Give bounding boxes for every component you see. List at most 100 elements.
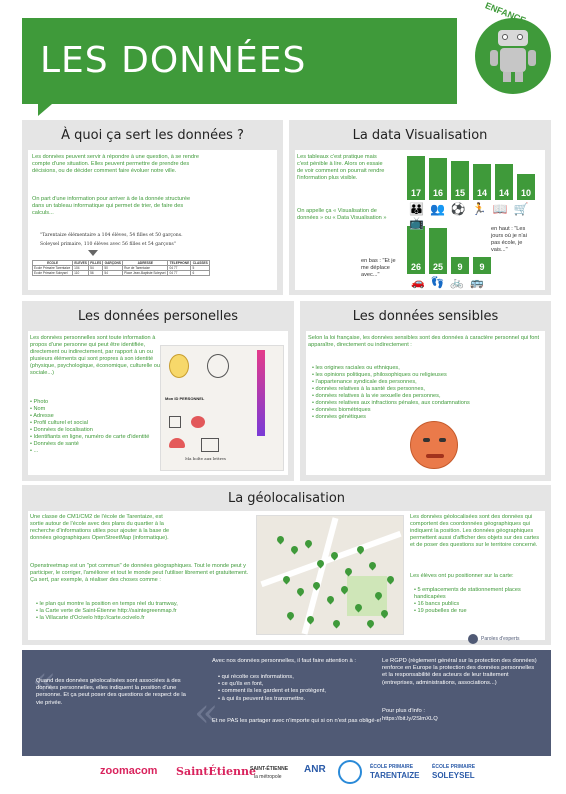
list-item: • 16 bancs publics — [414, 601, 460, 607]
bike-icon: 🚲 — [450, 277, 471, 289]
handwritten-line-1: "Tarentaize élémentaire a 104 élèves, 54… — [40, 233, 183, 238]
list-item: • données biométriques — [312, 407, 371, 413]
footer-col-2-intro: Avec nos données personnelles, il faut f… — [212, 658, 356, 664]
table-header: GARÇONS — [102, 260, 124, 266]
quote-close-icon: « — [194, 690, 219, 736]
section-sensitive-data: Les données sensibles Selon la loi franç… — [300, 301, 551, 481]
structure-text: On part d'une information pour arriver à… — [32, 196, 191, 216]
list-item: • qui récolte ces informations, — [218, 674, 294, 680]
section-title: À quoi ça sert les données ? — [61, 128, 244, 143]
map-pin-icon[interactable] — [289, 544, 300, 555]
note-top: en haut : "Les jours où je n'ai pas écol… — [491, 226, 527, 253]
partner-circle-logo — [338, 760, 362, 784]
chart-bar: 26 — [407, 225, 425, 274]
chart-bar: 9 — [473, 257, 491, 274]
list-item: • Identifiants en ligne, numéro de carte… — [30, 434, 150, 440]
chart-bar: 17 — [407, 155, 425, 200]
eye-left-icon — [423, 438, 430, 442]
map-pin-icon[interactable] — [295, 586, 306, 597]
chart-bar: 14 — [473, 163, 491, 200]
bar-value-label: 9 — [457, 261, 463, 272]
list-item: • à qui ils peuvent les transmettre. — [218, 695, 306, 702]
chart-bar: 10 — [517, 174, 535, 200]
sensitive-intro: Selon la loi française, les données sens… — [308, 335, 540, 348]
map-pin-icon[interactable] — [285, 610, 296, 621]
robot-eye-left-icon — [502, 34, 508, 40]
watermelon-drawing-icon — [169, 438, 185, 448]
bar-value-label: 14 — [476, 187, 487, 198]
eye-right-icon — [439, 438, 446, 442]
list-item: • la Villacarte d'Ocivelo http://carte.o… — [36, 615, 145, 621]
experts-label: Paroles d'experts — [481, 636, 520, 642]
chart-bar: 16 — [429, 158, 447, 200]
speech-bubble-icon — [468, 634, 478, 644]
list-item: • Adresse — [30, 413, 54, 419]
footer-col-3-more: Pour plus d'info : — [382, 708, 425, 714]
arrow-down-icon — [88, 250, 98, 256]
cart-icon: 🛒 — [513, 202, 535, 216]
map-pin-icon[interactable] — [367, 560, 378, 571]
table-cell: 6 — [190, 270, 210, 276]
map-pin-icon[interactable] — [365, 618, 376, 629]
tv-icon: 📺 — [409, 216, 430, 230]
sensitive-list: • les origines raciales ou ethniques,• l… — [312, 365, 540, 421]
list-item: • l'appartenance syndicale des personnes… — [312, 379, 417, 385]
table-cell: Ecole Primaire Soleysel — [31, 270, 74, 276]
map-pin-icon[interactable] — [379, 608, 390, 619]
table-cell: 54 — [102, 270, 124, 276]
list-item: • ce qu'ils en font, — [218, 681, 264, 688]
personal-list: • Photo• Nom• Adresse• Profil culturel e… — [30, 399, 150, 455]
list-item: • Photo — [30, 399, 49, 405]
rgpd-link[interactable]: https://bit.ly/2SlmXLQ — [382, 716, 438, 722]
family-icon: 👪 — [409, 202, 430, 216]
purpose-text: Les données peuvent servir à répondre à … — [32, 154, 199, 174]
handwritten-line-2: Soleysel primaire, 110 élèves avec 56 fi… — [40, 242, 176, 247]
run-icon: 🏃 — [471, 202, 493, 216]
footer-col-3: Le RGPD (règlement général sur la protec… — [382, 658, 537, 686]
robot-leg-right-icon — [515, 72, 523, 82]
school-1-name: TARENTAIZE — [370, 771, 420, 780]
table-cell: 56 — [88, 270, 104, 276]
map-pin-icon[interactable] — [343, 566, 354, 577]
transport-icons: 🚗👣🚲🚌 — [411, 276, 490, 289]
map-pin-icon[interactable] — [385, 574, 396, 585]
geo-counts: • 5 emplacements de stationnement places… — [414, 587, 544, 615]
section-title: Les données sensibles — [352, 309, 499, 324]
table-cell: Ecole Primaire Tarentaize — [31, 265, 74, 271]
map-pin-icon[interactable] — [331, 618, 342, 629]
anr-logo: ANR — [304, 764, 326, 775]
bar-value-label: 16 — [432, 187, 443, 198]
saintetienne-logo: SaintÉtienne — [176, 765, 256, 778]
metropole-logo-bottom: la métropole — [254, 774, 282, 780]
bar-value-label: 14 — [498, 187, 509, 198]
map-pin-icon[interactable] — [275, 534, 286, 545]
table-cell: Place Jean-Baptiste Soleysel — [122, 270, 169, 276]
robot-eye-right-icon — [517, 34, 523, 40]
house-drawing-icon — [201, 438, 219, 452]
map-pin-icon[interactable] — [325, 594, 336, 605]
table-header: ELEVES — [72, 260, 90, 266]
sketch-face-icon — [207, 354, 229, 378]
table-header: TELEPHONE — [167, 260, 192, 266]
header-tail — [38, 104, 52, 116]
footer-col-2-warning: Et ne PAS les partager avec n'importe qu… — [212, 718, 382, 724]
list-item: • le plan qui montre la position en temp… — [36, 601, 178, 607]
car-icon: 🚗 — [411, 277, 431, 289]
section-title: La data Visualisation — [352, 128, 488, 143]
list-item: • Profil culturel et social — [30, 420, 88, 426]
school-1-top: ÉCOLE PRIMAIRE — [370, 764, 414, 770]
school-2-top: ÉCOLE PRIMAIRE — [432, 764, 476, 770]
chart-bar: 9 — [451, 257, 469, 274]
header-banner: LES DONNÉES — [22, 18, 457, 104]
book-icon: 📖 — [492, 202, 514, 216]
bar-value-label: 25 — [432, 262, 443, 272]
map-pin-icon[interactable] — [303, 538, 314, 549]
list-item: • 5 emplacements de stationnement places… — [414, 587, 521, 600]
friends-icon: 👥 — [429, 202, 451, 216]
dataviz-text: Les tableaux c'est pratique mais c'est p… — [297, 154, 385, 181]
children-drawing: Mon ID PERSONNEL Ma boîte aux lettres — [160, 345, 284, 471]
section-title: La géolocalisation — [227, 491, 346, 506]
zoomacom-logo: zoomacom — [100, 765, 158, 777]
face-drawing-icon — [410, 421, 458, 469]
